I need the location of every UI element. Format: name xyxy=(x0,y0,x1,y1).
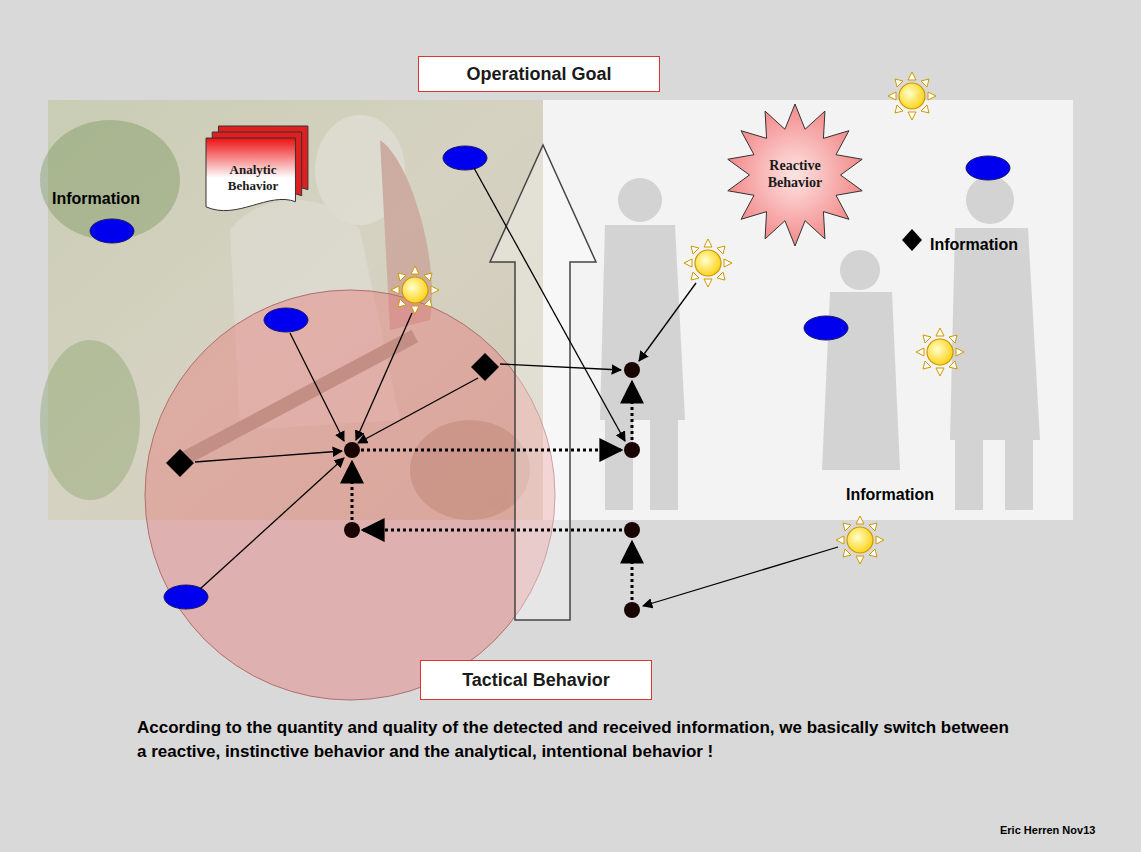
caption-text: According to the quantity and quality of… xyxy=(137,716,1017,764)
analytic-document: Analytic Behavior xyxy=(206,126,310,212)
information-label: Information xyxy=(52,190,140,208)
information-label: Information xyxy=(846,486,934,504)
node-text: Analytic Behavior xyxy=(216,162,290,195)
information-label: Information xyxy=(930,236,1018,254)
reactive-starburst: Reactive Behavior xyxy=(726,104,864,246)
node-text: Reactive Behavior xyxy=(755,158,835,192)
node-text: Operational Goal xyxy=(466,64,611,85)
node-text: Tactical Behavior xyxy=(462,670,610,691)
tactical-box: Tactical Behavior xyxy=(420,660,652,700)
goal-box: Operational Goal xyxy=(418,56,660,92)
author-note: Eric Herren Nov13 xyxy=(1000,824,1095,836)
